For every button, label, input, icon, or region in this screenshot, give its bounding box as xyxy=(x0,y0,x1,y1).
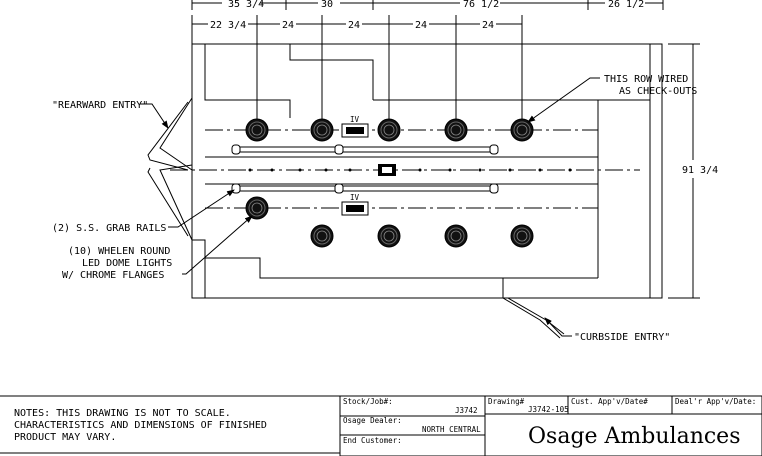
aisle-dots xyxy=(248,168,572,172)
dim-second-5: 24 xyxy=(482,20,494,31)
rearward-entry-label: "REARWARD ENTRY" xyxy=(52,100,148,111)
dim-second-2: 24 xyxy=(282,20,294,31)
svg-text:IV: IV xyxy=(350,115,360,124)
dim-top-1: 35 3/4 xyxy=(228,0,264,10)
dome-light xyxy=(377,118,401,142)
ceiling-outline xyxy=(191,43,663,299)
dome-light xyxy=(510,118,534,142)
dimension-side xyxy=(668,43,708,299)
dome-light xyxy=(245,196,269,220)
dome-light xyxy=(510,224,534,248)
dome-light xyxy=(377,224,401,248)
dome-lights-label-1: (10) WHELEN ROUND xyxy=(68,246,170,257)
dome-light xyxy=(444,224,468,248)
dim-second-3: 24 xyxy=(348,20,360,31)
cust-approval-label: Cust. App'v/Date# xyxy=(571,397,648,406)
company-logo-text: Osage Ambulances xyxy=(528,424,741,449)
iv-hook-upper: IV xyxy=(341,115,369,138)
notes-line-2: CHARACTERISTICS AND DIMENSIONS OF FINISH… xyxy=(14,420,267,431)
dome-lights-label-2: LED DOME LIGHTS xyxy=(82,258,172,269)
stock-value: J3742 xyxy=(455,406,478,415)
rearward-entry-door xyxy=(147,97,193,241)
dome-light xyxy=(310,224,334,248)
row-wired-label-2: AS CHECK-OUTS xyxy=(619,86,697,97)
title-block xyxy=(0,395,762,456)
grab-rail-upper xyxy=(231,144,499,155)
dome-light xyxy=(444,118,468,142)
dim-top-4: 26 1/2 xyxy=(608,0,644,10)
dimension-text-top: 35 3/4 30 76 1/2 26 1/2 22 3/4 24 24 24 … xyxy=(208,0,645,31)
iv-hook-lower: IV xyxy=(341,193,369,216)
dealer-label: Osage Dealer: xyxy=(343,416,402,425)
dealer-approval-label: Deal'r App'v/Date: xyxy=(675,397,756,406)
notes-line-1: NOTES: THIS DRAWING IS NOT TO SCALE. xyxy=(14,408,231,419)
stock-label: Stock/Job#: xyxy=(343,397,393,406)
drawing-value: J3742-105 xyxy=(528,405,569,414)
row-wired-label-1: THIS ROW WIRED xyxy=(604,74,688,85)
drawing-label: Drawing# xyxy=(488,397,525,406)
dome-light xyxy=(245,118,269,142)
dome-lights-label-3: W/ CHROME FLANGES xyxy=(62,270,164,281)
dimension-lines-top xyxy=(191,0,664,130)
dome-lights xyxy=(245,118,534,248)
curbside-entry-label: "CURBSIDE ENTRY" xyxy=(574,332,670,343)
leader-lines xyxy=(140,77,600,337)
customer-label: End Customer: xyxy=(343,436,402,445)
dome-light xyxy=(310,118,334,142)
grab-rail-lower xyxy=(231,183,499,194)
dim-top-2: 30 xyxy=(321,0,333,10)
center-switch xyxy=(378,164,396,176)
curbside-entry-door xyxy=(502,297,565,339)
dim-second-4: 24 xyxy=(415,20,427,31)
dim-side: 91 3/4 xyxy=(682,165,718,176)
grab-rails-label: (2) S.S. GRAB RAILS xyxy=(52,223,166,234)
dealer-value: NORTH CENTRAL xyxy=(422,425,481,434)
dim-top-3: 76 1/2 xyxy=(463,0,499,10)
notes-line-3: PRODUCT MAY VARY. xyxy=(14,432,116,443)
svg-text:IV: IV xyxy=(350,193,360,202)
dim-second-1: 22 3/4 xyxy=(210,20,246,31)
